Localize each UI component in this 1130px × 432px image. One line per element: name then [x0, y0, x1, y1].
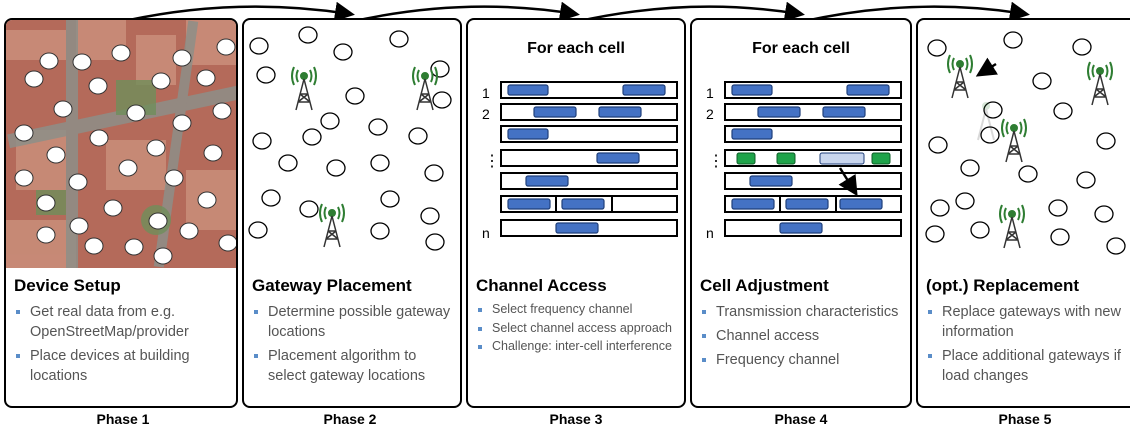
list-item: Placement algorithm to select gateway lo…	[252, 346, 456, 386]
cell-tower-icon	[1087, 61, 1113, 106]
panel-title: Gateway Placement	[252, 276, 412, 295]
row-label: ⋮	[484, 153, 500, 170]
cell-tower-icon	[291, 66, 317, 111]
bullet-list: Select frequency channel Select channel …	[476, 302, 680, 358]
list-item: Place additional gateways if load change…	[926, 346, 1126, 386]
panel-title: Device Setup	[14, 276, 121, 295]
cell-tower-icon	[412, 66, 438, 111]
row-label: n	[706, 225, 714, 241]
aerial-map-image	[6, 20, 236, 268]
curved-arrow-icon	[799, 1, 1030, 24]
cell-tower-icon	[999, 204, 1025, 249]
phase1-panel: Device Setup Get real data from e.g. Ope…	[4, 18, 238, 408]
bullet-list: Transmission characteristics Channel acc…	[700, 302, 906, 374]
cell-tower-icon	[1001, 118, 1027, 163]
row-label: 2	[482, 106, 490, 122]
phase-label: Phase 1	[96, 411, 150, 427]
replacement-diagram	[918, 20, 1130, 268]
phase4-panel: For each cell 1 2 ⋮ n	[690, 18, 912, 408]
phase3-panel: For each cell 1 2 ⋮ n	[466, 18, 686, 408]
cell-header: For each cell	[752, 40, 850, 57]
list-item: Challenge: inter-cell interference	[476, 339, 680, 355]
list-item: Frequency channel	[700, 350, 906, 370]
panel-title: Channel Access	[476, 276, 607, 295]
list-item: Channel access	[700, 326, 906, 346]
bullet-list: Get real data from e.g. OpenStreetMap/pr…	[14, 302, 232, 390]
phase-label: Phase 2	[323, 411, 377, 427]
cell-adjustment-diagram: 1 2 ⋮ n	[692, 20, 910, 268]
list-item: Select frequency channel	[476, 302, 680, 318]
phase-label: Phase 3	[549, 411, 603, 427]
cell-header: For each cell	[527, 40, 625, 57]
list-item: Place devices at building locations	[14, 346, 232, 386]
cell-tower-icon	[319, 203, 345, 248]
bullet-list: Determine possible gateway locations Pla…	[252, 302, 456, 390]
bullet-list: Replace gateways with new information Pl…	[926, 302, 1126, 390]
phase-label: Phase 4	[774, 411, 828, 427]
list-item: Replace gateways with new information	[926, 302, 1126, 342]
row-label: 1	[706, 85, 714, 101]
curved-arrow-icon	[349, 1, 580, 24]
row-label: 1	[482, 85, 490, 101]
phase-flow-arrows	[119, 1, 1030, 24]
phase-label: Phase 5	[998, 411, 1052, 427]
cell-tower-icon	[947, 54, 973, 99]
list-item: Transmission characteristics	[700, 302, 906, 322]
curved-arrow-icon	[119, 1, 355, 24]
phase5-panel: (opt.) Replacement Replace gateways with…	[916, 18, 1130, 408]
panel-title: Cell Adjustment	[700, 276, 829, 295]
row-label: ⋮	[708, 153, 724, 170]
list-item: Determine possible gateway locations	[252, 302, 456, 342]
phase2-panel: Gateway Placement Determine possible gat…	[242, 18, 462, 408]
channel-access-diagram: 1 2 ⋮ n	[468, 20, 684, 268]
row-label: n	[482, 225, 490, 241]
list-item: Select channel access approach	[476, 321, 680, 337]
gateway-placement-diagram	[244, 20, 460, 268]
list-item: Get real data from e.g. OpenStreetMap/pr…	[14, 302, 232, 342]
row-label: 2	[706, 106, 714, 122]
curved-arrow-icon	[574, 1, 805, 24]
panel-title: (opt.) Replacement	[926, 276, 1080, 295]
